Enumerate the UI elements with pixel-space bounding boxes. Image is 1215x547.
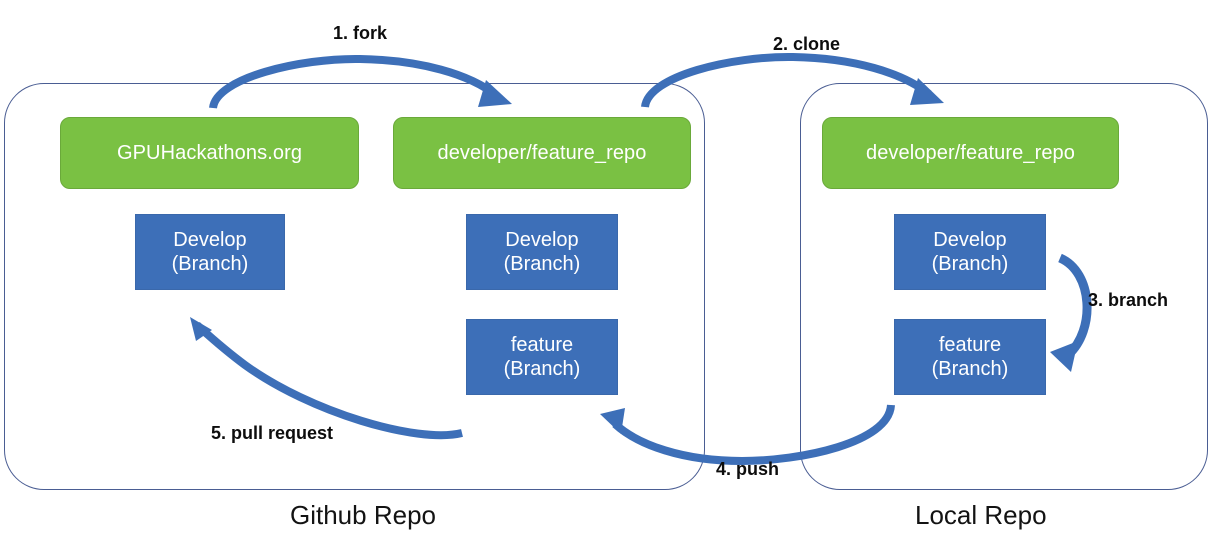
branch-kind: (Branch): [503, 358, 581, 380]
zone-caption-local-repo: Local Repo: [915, 500, 1047, 530]
branch-kind: (Branch): [931, 253, 1009, 275]
branch-name: Develop: [173, 228, 247, 251]
branch-box-upstream-develop[interactable]: Develop (Branch): [135, 214, 285, 290]
repo-pill-fork[interactable]: developer/feature_repo: [393, 117, 691, 189]
branch-kind: (Branch): [503, 253, 581, 275]
branch-kind: (Branch): [171, 253, 249, 275]
zone-local-repo: [800, 83, 1208, 490]
step-label-branch: 3. branch: [1088, 290, 1169, 310]
branch-box-fork-develop[interactable]: Develop (Branch): [466, 214, 618, 290]
step-label-clone: 2. clone: [773, 34, 841, 54]
step-label-push: 4. push: [716, 459, 780, 479]
zone-caption-github-repo: Github Repo: [290, 500, 436, 530]
repo-pill-upstream[interactable]: GPUHackathons.org: [60, 117, 359, 189]
branch-name: feature: [510, 333, 574, 356]
repo-pill-fork-label: developer/feature_repo: [437, 141, 647, 164]
step-label-fork: 1. fork: [333, 23, 388, 43]
branch-box-fork-feature[interactable]: feature (Branch): [466, 319, 618, 395]
repo-pill-local-label: developer/feature_repo: [865, 141, 1076, 164]
branch-box-local-feature[interactable]: feature (Branch): [894, 319, 1046, 395]
repo-pill-local[interactable]: developer/feature_repo: [822, 117, 1119, 189]
branch-box-local-develop[interactable]: Develop (Branch): [894, 214, 1046, 290]
branch-kind: (Branch): [931, 358, 1009, 380]
step-label-pull-request: 5. pull request: [211, 423, 334, 443]
branch-name: Develop: [505, 228, 579, 251]
repo-pill-upstream-label: GPUHackathons.org: [116, 141, 303, 164]
branch-name: feature: [938, 333, 1002, 356]
branch-name: Develop: [933, 228, 1007, 251]
